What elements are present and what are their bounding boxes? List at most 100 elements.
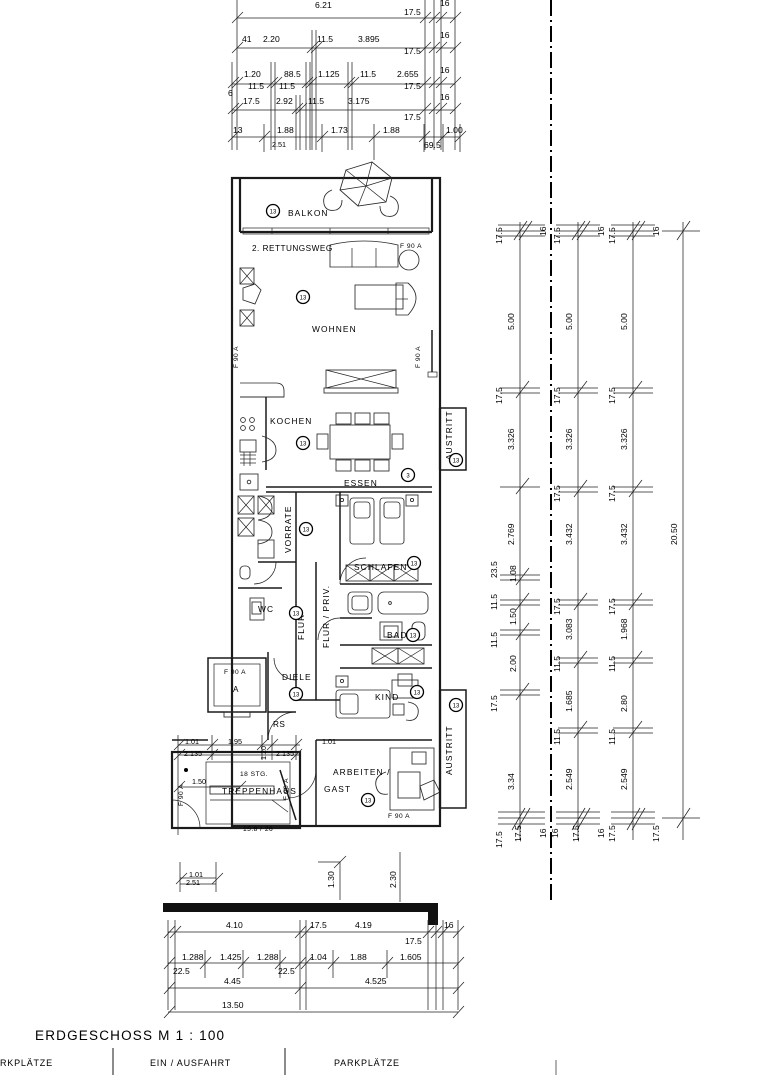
tag-text: 13 xyxy=(270,210,277,216)
svg-text:1.88: 1.88 xyxy=(350,952,367,962)
tag-kind[interactable]: 13 xyxy=(409,684,425,700)
svg-text:11.5: 11.5 xyxy=(552,656,562,672)
svg-text:4.19: 4.19 xyxy=(355,920,372,930)
tag-austritt-2[interactable]: 13 xyxy=(448,697,464,713)
svg-text:11.5: 11.5 xyxy=(248,81,264,91)
label-stairs-ratio: 15.8 / 26 xyxy=(243,826,273,833)
tag-diele[interactable]: 13 xyxy=(288,686,304,702)
svg-text:69.5: 69.5 xyxy=(424,140,441,150)
svg-text:16: 16 xyxy=(440,65,450,75)
label-bad: BAD xyxy=(387,630,408,640)
svg-text:2.92: 2.92 xyxy=(276,96,293,106)
tag-balkon[interactable]: 13 xyxy=(265,203,281,219)
label-f90a-5: F 90 A xyxy=(283,778,290,800)
svg-text:2.80: 2.80 xyxy=(619,695,629,712)
tag-text: 13 xyxy=(293,693,300,699)
svg-text:2.655: 2.655 xyxy=(397,69,419,79)
svg-text:17.5: 17.5 xyxy=(310,920,327,930)
footer-label-center: EIN / AUSFAHRT xyxy=(150,1058,231,1068)
svg-text:17.5: 17.5 xyxy=(404,7,421,17)
building-outline xyxy=(230,176,442,828)
svg-text:3.34: 3.34 xyxy=(506,773,516,790)
room-schlafen xyxy=(335,492,432,585)
svg-text:17.5: 17.5 xyxy=(607,227,617,244)
label-flur-priv: FLUR / PRIV. xyxy=(321,585,331,648)
tag-schlafen[interactable]: 13 xyxy=(406,555,422,571)
tag-arbeiten[interactable]: 13 xyxy=(360,792,376,808)
room-wohnen xyxy=(239,240,438,394)
svg-text:3.895: 3.895 xyxy=(358,34,380,44)
svg-text:16: 16 xyxy=(440,0,450,8)
svg-text:3.432: 3.432 xyxy=(564,523,574,545)
svg-text:1.20: 1.20 xyxy=(244,69,261,79)
room-diele xyxy=(207,657,297,741)
svg-text:11.5: 11.5 xyxy=(308,96,324,106)
svg-text:1.605: 1.605 xyxy=(400,952,422,962)
room-tag-bubbles: 13 13 13 3 13 13 13 13 13 13 xyxy=(265,203,464,808)
svg-text:2.135: 2.135 xyxy=(276,749,294,758)
svg-text:2.30: 2.30 xyxy=(388,871,398,888)
label-diele: DIELE xyxy=(282,672,312,682)
svg-text:1.08: 1.08 xyxy=(508,565,518,582)
svg-text:2.20: 2.20 xyxy=(263,34,280,44)
svg-text:11.5: 11.5 xyxy=(552,729,562,745)
svg-text:11.5: 11.5 xyxy=(489,594,499,610)
svg-text:4.45: 4.45 xyxy=(224,976,241,986)
svg-text:17.5: 17.5 xyxy=(405,936,422,946)
page-title: ERDGESCHOSS M 1 : 100 xyxy=(35,1028,225,1043)
svg-text:17.5: 17.5 xyxy=(607,485,617,502)
tag-text: 13 xyxy=(293,612,300,618)
tag-text: 13 xyxy=(410,634,417,640)
label-balkon: BALKON xyxy=(288,208,329,218)
tag-text: 13 xyxy=(300,296,307,302)
label-shaft-a: A xyxy=(233,685,239,694)
svg-text:13.50: 13.50 xyxy=(222,1000,244,1010)
room-bad xyxy=(317,591,432,665)
austritt-upper xyxy=(438,407,467,471)
tag-bad[interactable]: 13 xyxy=(405,627,421,643)
svg-text:17.5: 17.5 xyxy=(494,831,504,848)
room-vorrate xyxy=(237,492,297,600)
tag-austritt-1[interactable]: 13 xyxy=(448,452,464,468)
svg-text:17.5: 17.5 xyxy=(571,825,581,842)
svg-text:2.51: 2.51 xyxy=(186,878,200,887)
tag-kochen[interactable]: 13 xyxy=(295,435,311,451)
bottom-dimension-block: 1.01 2.51 1.30 2.30 4.10 17.5 4.19 17.5 … xyxy=(163,852,465,1019)
tag-text: 13 xyxy=(414,691,421,697)
room-essen xyxy=(266,412,432,493)
svg-text:16: 16 xyxy=(550,828,560,838)
tag-text: 13 xyxy=(453,704,460,710)
svg-text:16: 16 xyxy=(440,92,450,102)
svg-text:16: 16 xyxy=(651,226,661,236)
label-f90a-7: F 90 A xyxy=(388,813,410,820)
svg-text:1.288: 1.288 xyxy=(182,952,204,962)
tag-text: 13 xyxy=(453,459,460,465)
svg-text:16: 16 xyxy=(444,920,454,930)
svg-text:1.01: 1.01 xyxy=(185,737,199,746)
right-dimension-block: 17.5 16 17.5 16 17.5 16 5.00 5.00 5.00 1… xyxy=(489,0,700,900)
svg-text:1.04: 1.04 xyxy=(310,952,327,962)
svg-text:4.525: 4.525 xyxy=(365,976,387,986)
tag-vorrate[interactable]: 13 xyxy=(298,521,314,537)
svg-text:11.5: 11.5 xyxy=(279,81,295,91)
svg-text:6.21: 6.21 xyxy=(315,0,332,10)
balcony-furniture xyxy=(323,161,399,217)
footer-label-left: RKPLÄTZE xyxy=(0,1058,53,1068)
svg-text:17.5: 17.5 xyxy=(552,387,562,404)
svg-text:11.5: 11.5 xyxy=(317,34,333,44)
tag-wc[interactable]: 13 xyxy=(288,605,304,621)
label-kind: KIND xyxy=(375,692,399,702)
svg-text:11.5: 11.5 xyxy=(607,656,617,672)
tag-essen[interactable]: 3 xyxy=(400,467,416,483)
svg-text:16: 16 xyxy=(596,226,606,236)
svg-text:5.00: 5.00 xyxy=(564,313,574,330)
svg-text:1.01: 1.01 xyxy=(322,737,336,746)
driveway-slab xyxy=(163,903,438,925)
footer-label-right: PARKPLÄTZE xyxy=(334,1058,400,1068)
svg-text:6: 6 xyxy=(228,88,233,98)
tag-wohnen[interactable]: 13 xyxy=(295,289,311,305)
svg-text:17.5: 17.5 xyxy=(404,81,421,91)
svg-text:4.10: 4.10 xyxy=(226,920,243,930)
svg-text:3.175: 3.175 xyxy=(348,96,370,106)
